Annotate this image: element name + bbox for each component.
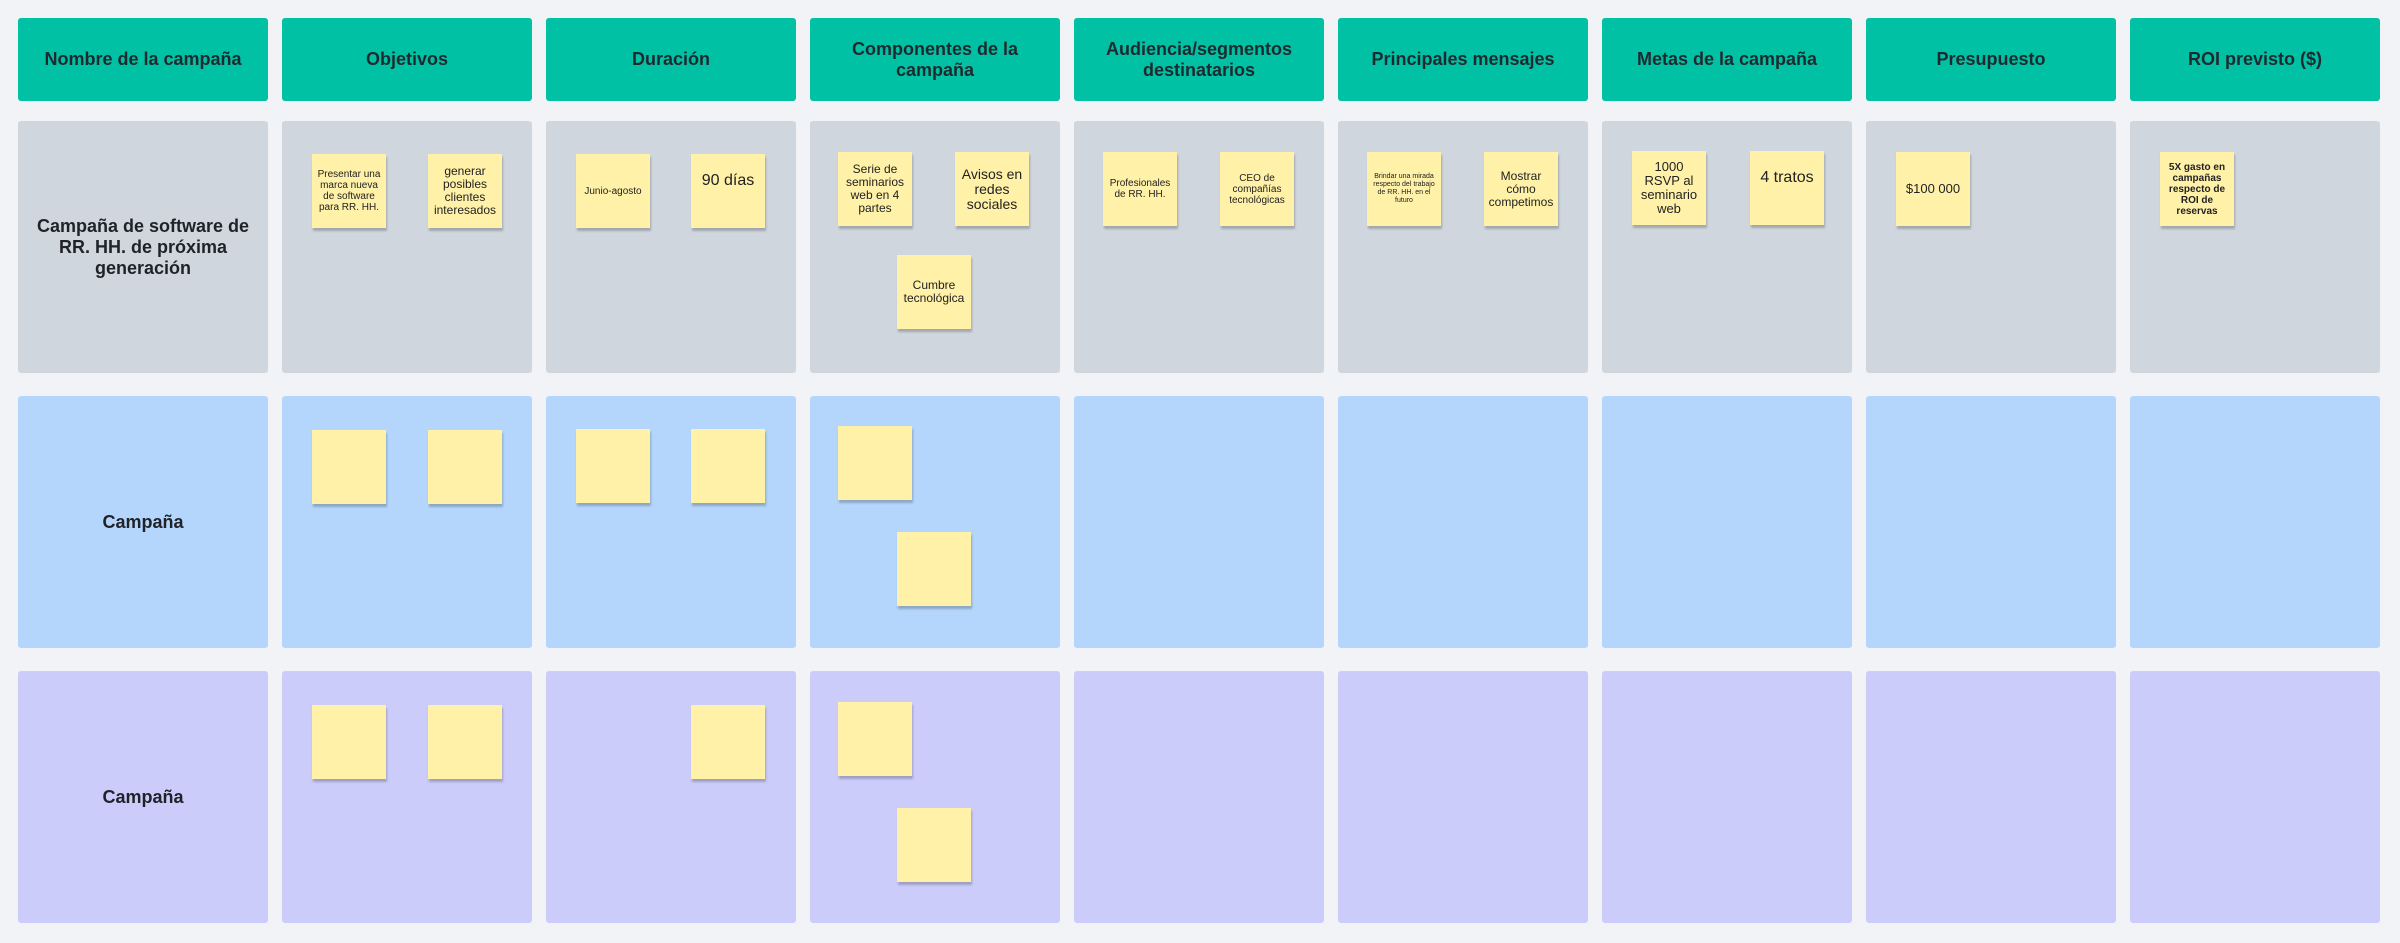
sticky-note[interactable] <box>897 808 971 882</box>
sticky-note[interactable]: 4 tratos <box>1750 151 1824 225</box>
row-2-roi-cell[interactable] <box>2130 396 2380 648</box>
row-3-presupuesto-cell[interactable] <box>1866 671 2116 923</box>
row-3-metas-cell[interactable] <box>1602 671 1852 923</box>
row-3-title[interactable]: Campaña <box>18 671 268 923</box>
sticky-note[interactable] <box>691 429 765 503</box>
sticky-note[interactable] <box>691 705 765 779</box>
header-audiencia[interactable]: Audiencia/segmentos destinatarios <box>1074 18 1324 101</box>
row-2-objetivos-cell[interactable] <box>282 396 532 648</box>
row-2-duracion-cell[interactable] <box>546 396 796 648</box>
row-1-title[interactable]: Campaña de software de RR. HH. de próxim… <box>18 121 268 373</box>
sticky-note[interactable]: Brindar una mirada respecto del trabajo … <box>1367 152 1441 226</box>
header-componentes[interactable]: Componentes de la campaña <box>810 18 1060 101</box>
header-duracion[interactable]: Duración <box>546 18 796 101</box>
sticky-note[interactable] <box>428 430 502 504</box>
row-2-mensajes-cell[interactable] <box>1338 396 1588 648</box>
sticky-note[interactable]: 1000 RSVP al seminario web <box>1632 151 1706 225</box>
sticky-note[interactable] <box>897 532 971 606</box>
row-1-duracion-cell[interactable]: Junio-agosto 90 días <box>546 121 796 373</box>
row-3-mensajes-cell[interactable] <box>1338 671 1588 923</box>
sticky-note[interactable]: Serie de seminarios web en 4 partes <box>838 152 912 226</box>
row-3-objetivos-cell[interactable] <box>282 671 532 923</box>
row-2-title[interactable]: Campaña <box>18 396 268 648</box>
row-3-roi-cell[interactable] <box>2130 671 2380 923</box>
row-2-audiencia-cell[interactable] <box>1074 396 1324 648</box>
sticky-note[interactable]: CEO de compañías tecnológicas <box>1220 152 1294 226</box>
row-3-audiencia-cell[interactable] <box>1074 671 1324 923</box>
row-2-componentes-cell[interactable] <box>810 396 1060 648</box>
row-3-duracion-cell[interactable] <box>546 671 796 923</box>
header-nombre-campana[interactable]: Nombre de la campaña <box>18 18 268 101</box>
sticky-note[interactable] <box>838 426 912 500</box>
sticky-note[interactable] <box>838 702 912 776</box>
row-1-presupuesto-cell[interactable]: $100 000 <box>1866 121 2116 373</box>
row-1-objetivos-cell[interactable]: Presentar una marca nueva de software pa… <box>282 121 532 373</box>
sticky-note[interactable] <box>428 705 502 779</box>
sticky-note[interactable]: Avisos en redes sociales <box>955 152 1029 226</box>
header-roi[interactable]: ROI previsto ($) <box>2130 18 2380 101</box>
row-2-metas-cell[interactable] <box>1602 396 1852 648</box>
row-1-audiencia-cell[interactable]: Profesionales de RR. HH. CEO de compañía… <box>1074 121 1324 373</box>
header-objetivos[interactable]: Objetivos <box>282 18 532 101</box>
sticky-note[interactable] <box>312 430 386 504</box>
row-3-componentes-cell[interactable] <box>810 671 1060 923</box>
sticky-note[interactable]: Presentar una marca nueva de software pa… <box>312 154 386 228</box>
sticky-note[interactable]: Cumbre tecnológica <box>897 255 971 329</box>
row-1-roi-cell[interactable]: 5X gasto en campañas respecto de ROI de … <box>2130 121 2380 373</box>
header-mensajes[interactable]: Principales mensajes <box>1338 18 1588 101</box>
row-2-presupuesto-cell[interactable] <box>1866 396 2116 648</box>
sticky-note[interactable]: 5X gasto en campañas respecto de ROI de … <box>2160 152 2234 226</box>
header-presupuesto[interactable]: Presupuesto <box>1866 18 2116 101</box>
sticky-note[interactable] <box>576 429 650 503</box>
row-1-mensajes-cell[interactable]: Brindar una mirada respecto del trabajo … <box>1338 121 1588 373</box>
sticky-note[interactable]: $100 000 <box>1896 152 1970 226</box>
sticky-note[interactable]: generar posibles clientes interesados <box>428 154 502 228</box>
row-1-metas-cell[interactable]: 1000 RSVP al seminario web 4 tratos <box>1602 121 1852 373</box>
sticky-note[interactable]: Mostrar cómo competimos <box>1484 152 1558 226</box>
row-1-componentes-cell[interactable]: Serie de seminarios web en 4 partes Avis… <box>810 121 1060 373</box>
header-metas[interactable]: Metas de la campaña <box>1602 18 1852 101</box>
sticky-note[interactable]: 90 días <box>691 154 765 228</box>
sticky-note[interactable] <box>312 705 386 779</box>
sticky-note[interactable]: Profesionales de RR. HH. <box>1103 152 1177 226</box>
sticky-note[interactable]: Junio-agosto <box>576 154 650 228</box>
